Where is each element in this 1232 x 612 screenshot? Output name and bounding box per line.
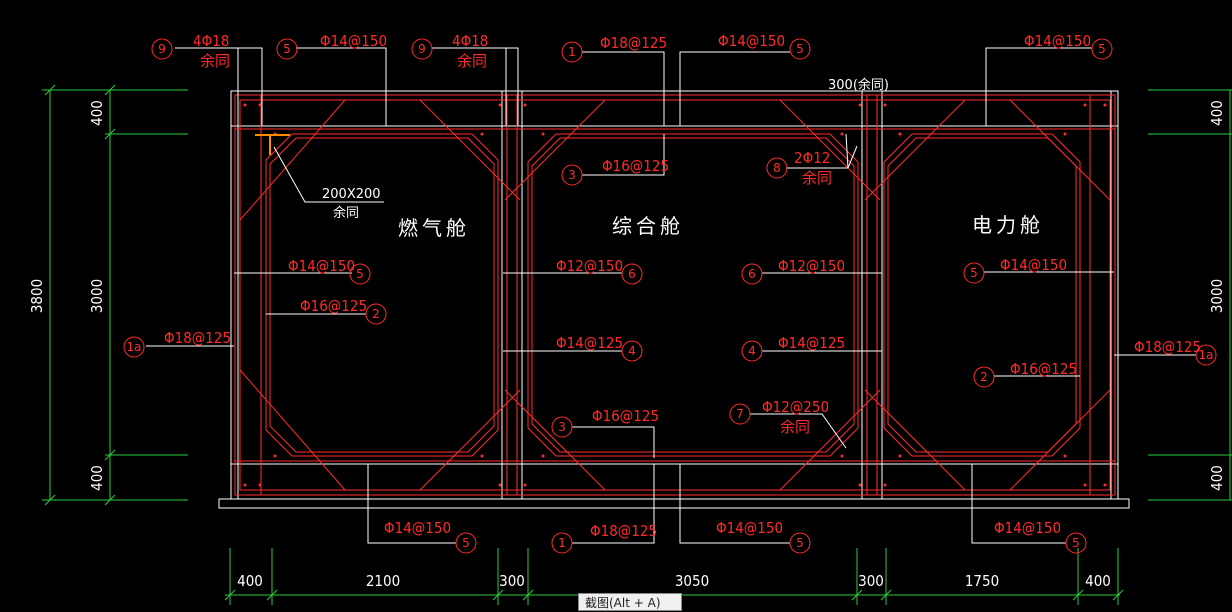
callout-text: Φ14@125 <box>556 334 623 352</box>
callout-text: Φ14@150 <box>994 519 1061 537</box>
callout-text: Φ16@125 <box>300 297 367 315</box>
dim-left-mid: 3000 <box>88 279 106 313</box>
callout-num: 9 <box>158 42 166 56</box>
callout-text: Φ18@125 <box>1134 338 1201 356</box>
callout-num: 1a <box>127 340 142 354</box>
callout-text: Φ18@125 <box>600 34 667 52</box>
callout-text: Φ14@125 <box>778 334 845 352</box>
callout-text: Φ16@125 <box>1010 360 1077 378</box>
dim-bottom-6: 1750 <box>965 572 999 590</box>
callout-text: Φ12@150 <box>778 257 845 275</box>
callout-text: 4Φ18 <box>193 32 229 50</box>
callout-text: Φ14@150 <box>716 519 783 537</box>
dim-total-height: 3800 <box>28 279 46 313</box>
callout-num: 5 <box>283 42 291 56</box>
callout-num: 5 <box>1072 536 1080 550</box>
callout-text: Φ12@250 <box>762 398 829 416</box>
callout-num: 2 <box>980 370 988 384</box>
dim-bottom-7: 400 <box>1085 572 1111 590</box>
dim-bottom-4: 3050 <box>675 572 709 590</box>
callout-text: Φ16@125 <box>592 407 659 425</box>
callout-num: 5 <box>796 42 804 56</box>
callout-text: Φ14@150 <box>320 32 387 50</box>
compartment-labels: 燃气舱 综合舱 电力舱 <box>398 213 1044 240</box>
dim-bottom-3: 300 <box>499 572 525 590</box>
callout-num: 5 <box>796 536 804 550</box>
callout-num: 5 <box>356 267 364 281</box>
callout-text: 2Φ12 <box>794 149 830 167</box>
dim-bottom-1: 400 <box>237 572 263 590</box>
callout-text: Φ16@125 <box>602 157 669 175</box>
callout-subtext: 余同 <box>802 169 832 187</box>
power-compartment-label: 电力舱 <box>972 213 1044 237</box>
callout-num: 5 <box>462 536 470 550</box>
callout-subtext: 余同 <box>457 52 487 70</box>
callout-circles <box>123 38 1217 554</box>
dim-right-top: 400 <box>1208 100 1226 126</box>
haunch-subnote: 余同 <box>333 205 359 221</box>
rebar-dots <box>243 103 1107 487</box>
callout-text: 4Φ18 <box>452 32 488 50</box>
callout-num: 4 <box>748 344 756 358</box>
haunch-note: 200X200 <box>322 187 381 202</box>
callout-numbers: 9 5 9 1 5 5 3 8 5 2 1a 6 4 6 4 5 2 1a 3 … <box>127 42 1214 550</box>
callout-texts: 4Φ18 余同 Φ14@150 4Φ18 余同 Φ18@125 Φ14@150 … <box>164 32 1201 540</box>
dim-bottom-5: 300 <box>858 572 884 590</box>
leader-lines <box>146 47 1196 544</box>
callout-num: 7 <box>736 407 744 421</box>
callout-num: 5 <box>1098 42 1106 56</box>
dim-right-bottom: 400 <box>1208 465 1226 491</box>
callout-num: 3 <box>568 168 576 182</box>
gas-compartment-label: 燃气舱 <box>398 216 470 240</box>
callout-num: 3 <box>558 420 566 434</box>
utility-compartment-label: 综合舱 <box>612 214 684 238</box>
callout-num: 1a <box>1199 348 1214 362</box>
callout-subtext: 余同 <box>200 52 230 70</box>
callout-text: Φ14@150 <box>1000 256 1067 274</box>
callout-text: Φ18@125 <box>590 522 657 540</box>
haunch-marker <box>255 134 290 155</box>
callout-num: 6 <box>748 267 756 281</box>
callout-num: 1 <box>558 536 566 550</box>
dimension-texts: 3800 400 3000 400 400 3000 400 400 2100 … <box>28 100 1226 590</box>
callout-num: 1 <box>568 45 576 59</box>
dim-left-bottom: 400 <box>88 465 106 491</box>
callout-text: Φ14@150 <box>1024 32 1091 50</box>
callout-text: Φ14@150 <box>288 257 355 275</box>
annotations: 300(余同) 200X200 余同 <box>322 77 889 221</box>
callout-num: 9 <box>418 42 426 56</box>
callout-text: Φ14@150 <box>384 519 451 537</box>
top-width-note: 300(余同) <box>828 77 889 93</box>
dim-bottom-2: 2100 <box>366 572 400 590</box>
callout-num: 8 <box>773 161 781 175</box>
callout-subtext: 余同 <box>780 418 810 436</box>
screenshot-tooltip: 截图(Alt + A) <box>578 593 682 611</box>
dim-left-top: 400 <box>88 100 106 126</box>
structure-outline <box>218 90 1130 509</box>
callout-num: 4 <box>628 344 636 358</box>
callout-num: 6 <box>628 267 636 281</box>
rebar-lines <box>234 94 1116 496</box>
callout-text: Φ14@150 <box>718 32 785 50</box>
callout-text: Φ18@125 <box>164 329 231 347</box>
dim-right-mid: 3000 <box>1208 279 1226 313</box>
callout-num: 5 <box>970 266 978 280</box>
callout-text: Φ12@150 <box>556 257 623 275</box>
callout-num: 2 <box>372 307 380 321</box>
